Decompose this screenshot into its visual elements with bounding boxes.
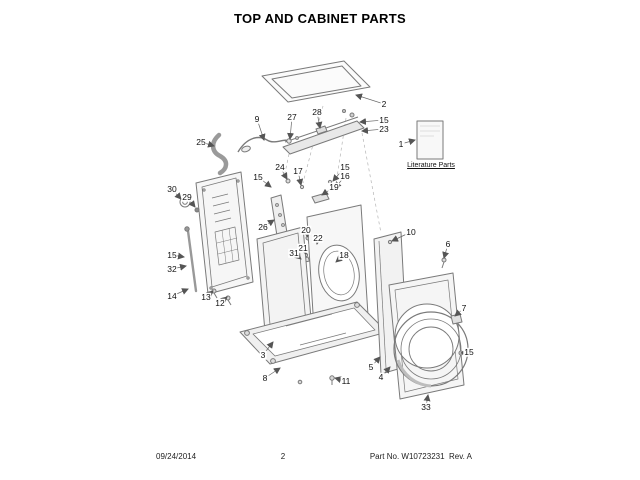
leader-line [296,170,304,186]
literature-parts-label: Literature Parts [407,162,455,169]
wire-harness [237,136,305,190]
leader-line [171,252,185,260]
base-frame [239,301,388,385]
page-title: TOP AND CABINET PARTS [234,11,406,26]
drain-hose [210,132,229,176]
literature-sheet [416,120,444,160]
top-panel [261,60,371,103]
leader-line [370,356,381,368]
leader-line [334,376,347,383]
gasket-strip [270,194,288,237]
leader-line [171,263,187,271]
grommet-and-screw [179,196,200,213]
leader-line [321,186,335,196]
leader-line [287,116,295,140]
leader-line [334,175,346,189]
leader-line [400,138,416,146]
rear-panel [195,171,254,295]
leader-line [359,118,385,125]
front-panel [388,272,465,400]
leader-line [257,176,272,188]
leader-line [332,166,346,182]
leader-line [262,219,275,228]
leader-line [355,93,385,105]
leader-line [361,126,385,134]
leader-line [171,188,182,200]
page-footer: 09/24/2014 2 Part No. W10723231 Rev. A [156,452,472,461]
leader-line [264,367,281,379]
footer-part-number: Part No. W10723231 Rev. A [369,452,472,461]
leader-line [423,394,431,408]
leader-line [442,243,450,259]
footer-date: 09/24/2014 [156,452,197,461]
leader-line [279,166,288,180]
leader-line [219,296,228,304]
footer-page-number: 2 [280,452,286,461]
console-rail [282,109,365,155]
leader-line [171,288,189,297]
